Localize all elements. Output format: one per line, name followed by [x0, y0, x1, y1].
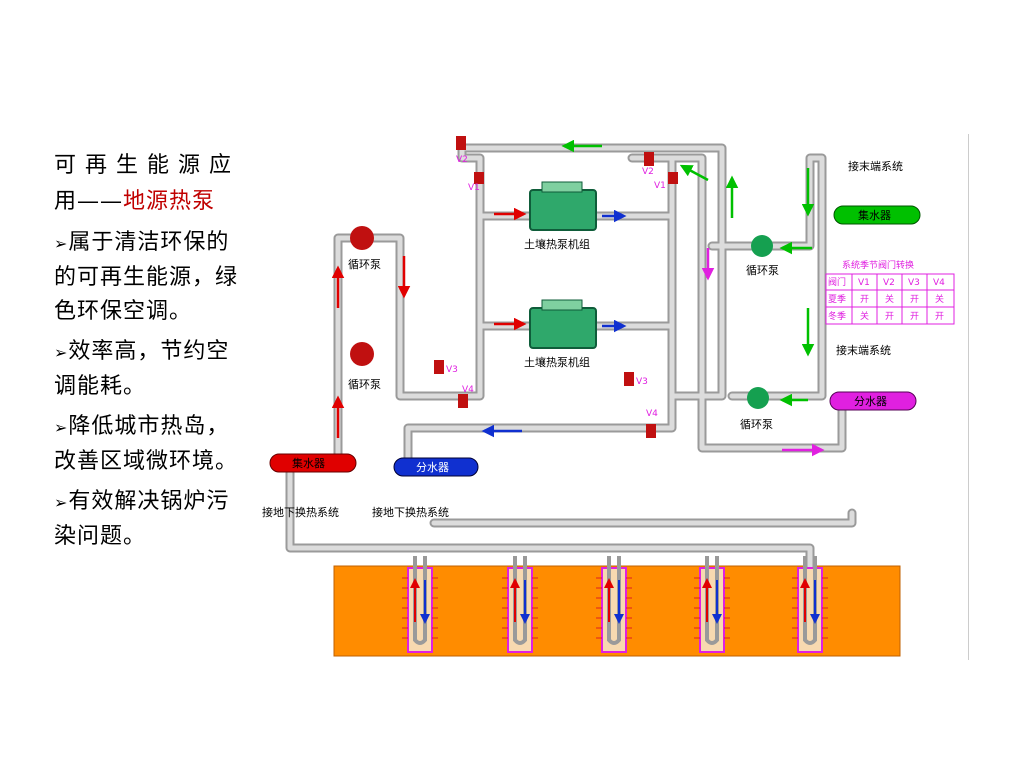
borehole	[596, 556, 632, 653]
valve-v2-right[interactable]: V2	[642, 152, 654, 177]
svg-text:夏季: 夏季	[828, 293, 846, 305]
svg-text:阀门: 阀门	[828, 276, 846, 288]
borehole	[792, 556, 828, 653]
heat-pump-unit-bottom: 土壤热泵机组	[524, 299, 597, 369]
borehole	[502, 556, 538, 653]
valve-v1-left[interactable]: V1	[468, 172, 484, 193]
ground-source-heat-pump-diagram: V2 V1 V3 V4 V2 V1 V3 V4 土壤热泵机组 土壤热泵机组 循环…	[262, 136, 955, 657]
title-line2-prefix: 用——	[54, 189, 124, 214]
terminal-label: 接末端系统	[848, 159, 903, 173]
svg-text:开: 开	[910, 294, 919, 305]
valve-v3-right[interactable]: V3	[624, 372, 648, 387]
terminal-label: 接末端系统	[836, 343, 891, 357]
svg-text:V1: V1	[468, 183, 480, 193]
svg-text:V1: V1	[858, 278, 870, 288]
svg-text:V2: V2	[642, 167, 654, 177]
bullet-text: 属于清洁环保的的可再生能源，绿色环保空调。	[54, 230, 239, 324]
bullet-item: ➢降低城市热岛，改善区域微环境。	[54, 410, 246, 479]
svg-text:开: 开	[910, 311, 919, 322]
slide-title: 可 再 生 能 源 应 用——地源热泵	[54, 148, 246, 220]
svg-text:V3: V3	[908, 278, 920, 288]
valve-v4-right[interactable]: V4	[646, 409, 658, 438]
unit-label: 土壤热泵机组	[524, 237, 590, 251]
svg-text:V4: V4	[462, 385, 474, 395]
bullet-marker-icon: ➢	[54, 343, 69, 362]
svg-text:V3: V3	[636, 377, 648, 387]
collector-left: 集水器 接地下换热系统	[262, 453, 357, 519]
svg-text:V2: V2	[456, 155, 468, 165]
valve-v2-left[interactable]: V2	[456, 136, 468, 165]
svg-text:开: 开	[885, 311, 894, 322]
unit-label: 土壤热泵机组	[524, 355, 590, 369]
bullet-marker-icon: ➢	[54, 418, 69, 437]
svg-text:分水器: 分水器	[416, 461, 449, 474]
bullet-text: 降低城市热岛，改善区域微环境。	[54, 414, 239, 474]
bullet-text: 效率高，节约空调能耗。	[54, 339, 230, 399]
svg-text:集水器: 集水器	[292, 456, 325, 470]
svg-text:集水器: 集水器	[858, 208, 891, 222]
bullet-marker-icon: ➢	[54, 234, 69, 253]
ground-label: 接地下换热系统	[262, 505, 339, 519]
heat-pump-unit-top: 土壤热泵机组	[524, 181, 597, 251]
title-line1: 可 再 生 能 源 应	[54, 153, 232, 178]
bullet-marker-icon: ➢	[54, 493, 69, 512]
divider-line	[968, 134, 969, 660]
svg-text:V4: V4	[933, 278, 945, 288]
distributor-right: 接末端系统 分水器	[829, 343, 917, 411]
season-valve-table: 系统季节阀门转换 阀门 V1 V2 V3 V4 夏季 开 关 开 关 冬季 关 …	[825, 259, 955, 325]
svg-text:循环泵: 循环泵	[740, 418, 773, 431]
bullet-item: ➢属于清洁环保的的可再生能源，绿色环保空调。	[54, 226, 246, 329]
borehole-group	[402, 556, 828, 653]
svg-text:V2: V2	[883, 278, 895, 288]
svg-text:V3: V3	[446, 365, 458, 375]
pump-right-bottom[interactable]: 循环泵	[740, 387, 773, 431]
distributor-left: 分水器 接地下换热系统	[372, 457, 479, 519]
svg-text:开: 开	[935, 311, 944, 322]
pump-left-top[interactable]: 循环泵	[348, 226, 381, 271]
pump-left-bottom[interactable]: 循环泵	[348, 342, 381, 391]
svg-text:开: 开	[860, 294, 869, 305]
valve-v4-left[interactable]: V4	[458, 385, 474, 408]
flow-arrow-green	[679, 164, 709, 182]
ground-label: 接地下换热系统	[372, 505, 449, 519]
svg-text:V1: V1	[654, 181, 666, 191]
valve-v1-right[interactable]: V1	[654, 172, 678, 191]
title-line2-accent: 地源热泵	[123, 189, 216, 214]
svg-text:关: 关	[935, 293, 944, 305]
text-panel: 可 再 生 能 源 应 用——地源热泵 ➢属于清洁环保的的可再生能源，绿色环保空…	[54, 148, 246, 554]
collector-right: 接末端系统 集水器	[833, 159, 921, 225]
bullet-text: 有效解决锅炉污染问题。	[54, 489, 230, 549]
pump-right-top[interactable]: 循环泵	[746, 235, 779, 277]
svg-text:循环泵: 循环泵	[746, 264, 779, 277]
svg-text:循环泵: 循环泵	[348, 378, 381, 391]
borehole	[402, 556, 438, 653]
bullet-item: ➢有效解决锅炉污染问题。	[54, 485, 246, 554]
svg-text:分水器: 分水器	[854, 395, 887, 408]
svg-text:关: 关	[860, 310, 869, 322]
svg-text:冬季: 冬季	[828, 310, 846, 322]
svg-text:V4: V4	[646, 409, 658, 419]
bullet-item: ➢效率高，节约空调能耗。	[54, 335, 246, 404]
svg-text:关: 关	[885, 293, 894, 305]
season-table-title: 系统季节阀门转换	[842, 259, 914, 271]
svg-text:循环泵: 循环泵	[348, 258, 381, 271]
valve-v3-left[interactable]: V3	[434, 360, 458, 375]
borehole	[694, 556, 730, 653]
